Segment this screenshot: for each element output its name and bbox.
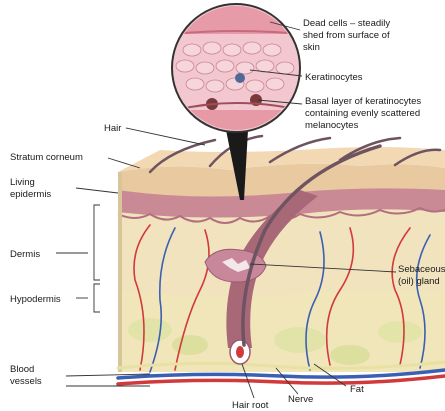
label-hypodermis: Hypodermis xyxy=(10,294,61,305)
label-dermis: Dermis xyxy=(10,249,40,260)
label-keratinocytes: Keratinocytes xyxy=(305,72,363,83)
skin-block xyxy=(118,147,445,372)
dermis-bracket xyxy=(94,205,100,280)
label-hair-root: Hair root xyxy=(232,400,269,411)
hair-papilla xyxy=(236,346,244,358)
label-sebaceous-gland: Sebaceous (oil) gland xyxy=(398,264,445,287)
label-nerve: Nerve xyxy=(288,394,313,405)
skin-left-edge xyxy=(118,172,122,372)
label-blood-vessels: Blood vessels xyxy=(10,364,42,387)
leader-living-epidermis xyxy=(76,188,118,193)
label-fat: Fat xyxy=(350,384,364,395)
label-stratum-corneum: Stratum corneum xyxy=(10,152,83,163)
label-hair: Hair xyxy=(104,123,121,134)
hypodermis-bracket xyxy=(94,284,100,312)
label-living-epidermis: Living epidermis xyxy=(10,177,51,200)
label-dead-cells: Dead cells – steadily shed from surface … xyxy=(303,18,393,53)
leader-hair xyxy=(126,128,205,145)
label-basal-layer: Basal layer of keratinocytes containing … xyxy=(305,96,424,131)
